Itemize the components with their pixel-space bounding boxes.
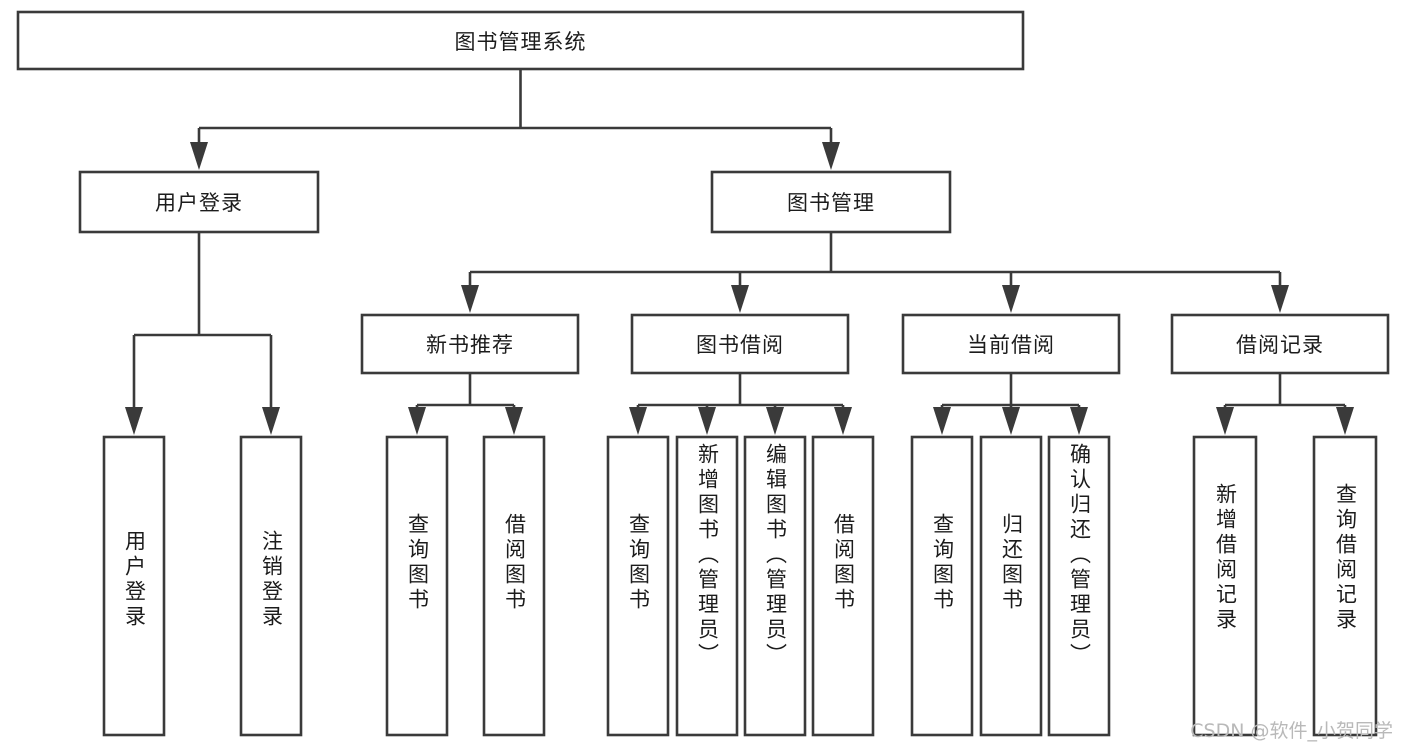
arrow-head-leaf-query-book-current <box>933 407 951 435</box>
node-box-leaf-add-book-admin[interactable] <box>675 435 739 737</box>
node-box-leaf-query-book-current[interactable] <box>910 435 974 737</box>
arrow-head-leaf-add-book-admin <box>698 407 716 435</box>
arrow-head-leaf-add-borrow-record <box>1216 407 1234 435</box>
arrow-head-leaf-user-logout <box>262 407 280 435</box>
node-box-leaf-borrow-book-recommend[interactable] <box>482 435 546 737</box>
arrow-head-leaf-query-borrow-record <box>1336 407 1354 435</box>
arrow-head-user-login <box>190 142 208 170</box>
node-box-leaf-query-book-borrow[interactable] <box>606 435 670 737</box>
arrow-head-leaf-borrow-book <box>834 407 852 435</box>
arrow-head-leaf-query-book-recommend <box>408 407 426 435</box>
node-box-book-manage[interactable] <box>710 170 952 234</box>
node-box-leaf-user-logout[interactable] <box>239 435 303 737</box>
arrow-head-borrow-record <box>1271 285 1289 313</box>
node-box-layer <box>16 10 1390 737</box>
node-box-leaf-return-book[interactable] <box>979 435 1043 737</box>
node-box-leaf-user-login[interactable] <box>102 435 166 737</box>
node-box-book-borrow[interactable] <box>630 313 850 375</box>
node-box-leaf-edit-book-admin[interactable] <box>743 435 807 737</box>
arrow-head-leaf-return-book <box>1002 407 1020 435</box>
arrow-head-leaf-edit-book-admin <box>766 407 784 435</box>
node-box-new-book-recommend[interactable] <box>360 313 580 375</box>
arrow-head-current-borrow <box>1002 285 1020 313</box>
node-box-leaf-query-book-recommend[interactable] <box>385 435 449 737</box>
node-box-leaf-add-borrow-record[interactable] <box>1192 435 1258 737</box>
node-box-leaf-confirm-return-admin[interactable] <box>1047 435 1111 737</box>
node-box-user-login[interactable] <box>78 170 320 234</box>
connector-layer <box>125 69 1354 435</box>
arrow-head-leaf-query-book-borrow <box>629 407 647 435</box>
arrow-head-book-manage <box>822 142 840 170</box>
node-box-root[interactable] <box>16 10 1025 71</box>
node-box-leaf-query-borrow-record[interactable] <box>1312 435 1378 737</box>
arrow-head-leaf-confirm-return-admin <box>1070 407 1088 435</box>
node-box-leaf-borrow-book[interactable] <box>811 435 875 737</box>
arrow-head-new-book-recommend <box>461 285 479 313</box>
arrow-head-book-borrow <box>731 285 749 313</box>
node-box-borrow-record[interactable] <box>1170 313 1390 375</box>
node-box-current-borrow[interactable] <box>901 313 1121 375</box>
arrow-head-leaf-user-login <box>125 407 143 435</box>
arrow-head-leaf-borrow-book-recommend <box>505 407 523 435</box>
